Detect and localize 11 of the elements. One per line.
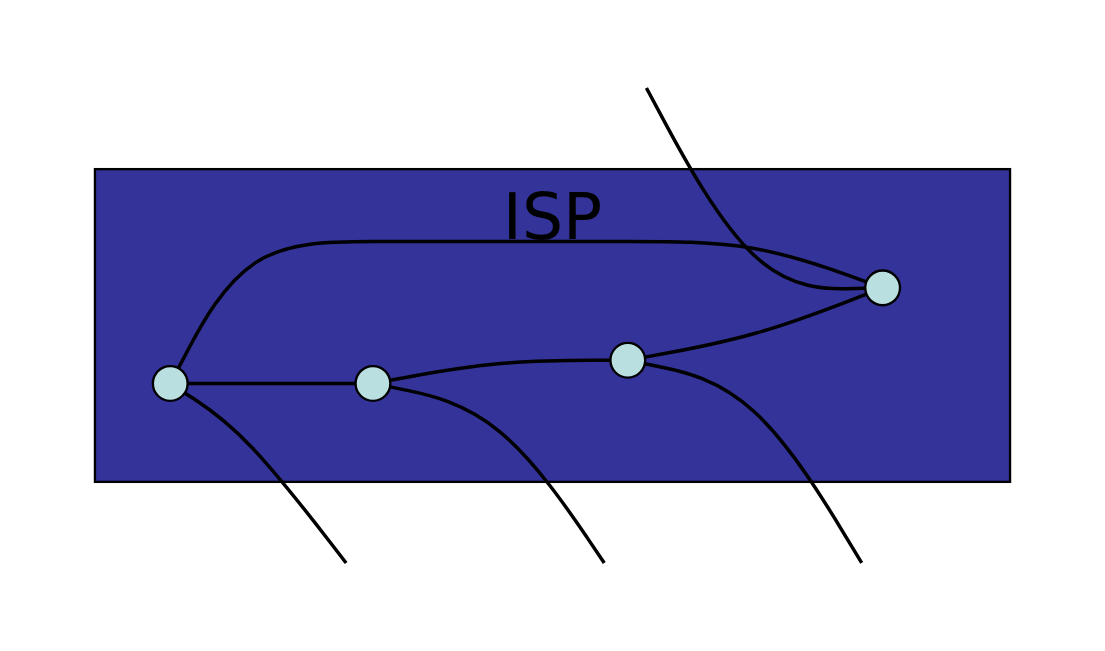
cluster: ISP	[93, 167, 1012, 484]
connector	[644, 362, 864, 564]
node-circle	[864, 269, 902, 307]
connector	[176, 239, 867, 369]
node-circle	[609, 341, 647, 379]
connector	[644, 87, 866, 291]
node-circle	[151, 364, 189, 402]
connector	[187, 381, 356, 386]
connector	[389, 385, 606, 564]
node-circle	[354, 364, 392, 402]
connector	[183, 391, 348, 565]
